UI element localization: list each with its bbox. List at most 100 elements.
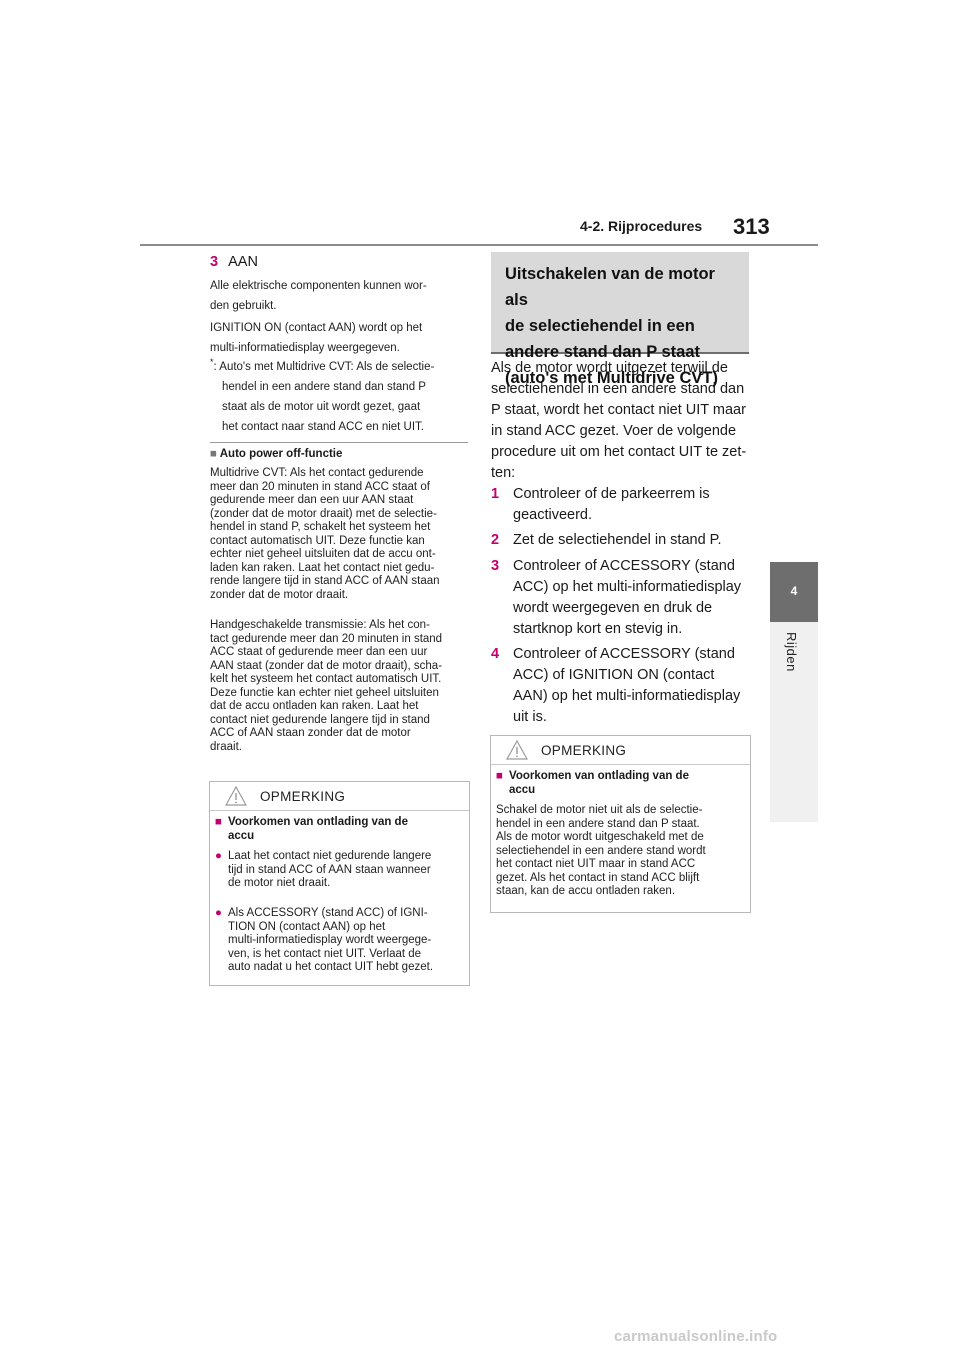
square-bullet: ■ (210, 448, 217, 460)
text-line: ACC) op het multi-informatiedisplay (513, 579, 742, 595)
text-line: Controleer of ACCESSORY (stand (513, 646, 735, 662)
step-text: Controleer of ACCESSORY (stand ACC) op h… (513, 556, 749, 640)
header-rule (140, 244, 818, 246)
text-line: dat de accu ontladen kan raken. Laat het (210, 700, 419, 712)
auto-power-paragraph-cvt: Multidrive CVT: Als het contact gedurend… (210, 467, 468, 602)
text-line: tact gedurende meer dan 20 minuten in st… (210, 632, 443, 645)
text-line: Handgeschakelde transmissie: Als het con… (210, 619, 430, 631)
heading-line: accu (228, 829, 255, 842)
circle-bullet: ● (215, 850, 222, 862)
text-line: AAN staat (zonder dat de motor draait), … (210, 659, 443, 672)
step-3-heading: 3 AAN (210, 254, 468, 270)
footnote-line: het contact naar stand ACC en niet UIT. (222, 420, 425, 433)
text-line: contact niet gedurende langere tijd in s… (210, 713, 430, 726)
title-line: andere stand dan P staat (505, 343, 701, 361)
auto-power-paragraph-manual: Handgeschakelde transmissie: Als het con… (210, 619, 468, 754)
text-line: TION ON (contact AAN) op het (228, 920, 386, 933)
step-number: 2 (491, 532, 500, 548)
step-number: 3 (491, 558, 500, 574)
notice-title: OPMERKING (260, 789, 346, 804)
text-line: laden kan raken. Laat het contact niet g… (210, 561, 435, 574)
notice-item: ● Laat het contact niet gedurende langer… (215, 850, 465, 891)
text-line: zonder dat de motor draait. (210, 588, 349, 601)
notice-heading: ■ Voorkomen van ontlading van de accu (215, 816, 465, 843)
text-line: tijd in stand ACC of AAN staan wanneer (228, 863, 431, 876)
step-text: Controleer of de parkeerrem is geactivee… (513, 484, 749, 526)
heading-line: Voorkomen van ontlading van de (228, 816, 408, 828)
warning-icon (506, 740, 528, 760)
notice-heading: ■ Voorkomen van ontlading van de accu (496, 770, 746, 797)
text-line: (zonder dat de motor draait) met de sele… (210, 507, 437, 520)
step-number: 1 (491, 486, 500, 502)
footnote-mark: * (210, 357, 214, 367)
text-line: Als de motor wordt uitgeschakeld met de (496, 831, 704, 843)
section-header: 4-2. Rijprocedures (580, 218, 703, 234)
notice-body: Schakel de motor niet uit als de selecti… (496, 804, 746, 899)
step-3-ignition-note: IGNITION ON (contact AAN) wordt op het m… (210, 318, 468, 358)
text-line: AAN) op het multi-informatiedisplay (513, 688, 741, 704)
text-line: ACC) of IGNITION ON (contact (513, 667, 715, 683)
title-line: Uitschakelen van de motor als (505, 265, 715, 309)
text-line: ten: (491, 465, 516, 481)
heading-text: Auto power off-functie (219, 448, 343, 460)
text-line: uit is. (513, 709, 547, 725)
text-line: startknop kort en stevig in. (513, 621, 683, 637)
text-line: selectiehendel in een andere stand dan (491, 381, 745, 397)
text-line: Deze functie kan echter niet geheel uits… (210, 686, 439, 699)
separator (210, 442, 468, 443)
text-line: de motor niet draait. (228, 877, 331, 889)
square-bullet: ■ (496, 770, 503, 782)
step-3-description: Alle elektrische componenten kunnen wor-… (210, 276, 468, 316)
warning-icon (225, 786, 247, 806)
text-line: auto nadat u het contact UIT hebt gezet. (228, 961, 434, 973)
chapter-label: Rijden (784, 632, 799, 672)
footnote-text: : Auto's met Multidrive CVT: Als de sele… (213, 360, 435, 373)
text-line: meer dan 20 minuten in stand ACC staat o… (210, 480, 430, 493)
notice-title: OPMERKING (541, 743, 627, 758)
square-bullet: ■ (215, 816, 222, 828)
text-line: hendel in een andere stand dan P staat. (496, 817, 700, 830)
step-title: AAN (228, 254, 258, 270)
text-line: contact automatisch UIT. Deze functie ka… (210, 534, 425, 547)
text-line: Als de motor wordt uitgezet terwijl de (491, 360, 728, 376)
text-line: Laat het contact niet gedurende langere (228, 850, 432, 862)
text-line: P staat, wordt het contact niet UIT maar (491, 402, 746, 418)
notice-header: OPMERKING (210, 782, 469, 811)
step-text: Controleer of ACCESSORY (stand ACC) of I… (513, 644, 749, 728)
text-line: IGNITION ON (contact AAN) wordt op het (210, 322, 423, 334)
text-line: ven, is het contact niet UIT. Verlaat de (228, 947, 422, 960)
text-line: Schakel de motor niet uit als de selecti… (496, 804, 703, 816)
text-line: het contact niet UIT maar in stand ACC (496, 858, 696, 870)
text-line: ACC of AAN staan zonder dat de motor (210, 727, 411, 739)
section-title: Uitschakelen van de motor als de selecti… (505, 261, 741, 391)
notice-header: OPMERKING (491, 736, 750, 765)
notice-item: ● Als ACCESSORY (stand ACC) of IGNI- TIO… (215, 907, 465, 975)
intro-paragraph: Als de motor wordt uitgezet terwijl de s… (491, 358, 749, 484)
text-line: Multidrive CVT: Als het contact gedurend… (210, 467, 424, 479)
page-number: 313 (733, 214, 770, 239)
text-line: Alle elektrische componenten kunnen wor- (210, 280, 427, 292)
text-line: den gebruikt. (210, 300, 277, 312)
text-line: procedure uit om het contact UIT te zet- (491, 444, 747, 460)
text-line: hendel in stand P, schakelt het systeem … (210, 521, 431, 533)
step-number: 3 (210, 254, 219, 270)
heading-line: accu (509, 783, 536, 796)
chapter-tab: 4 (770, 562, 818, 622)
heading-line: Voorkomen van ontlading van de (509, 770, 689, 782)
title-line: de selectiehendel in een (505, 317, 695, 335)
text-line: geactiveerd. (513, 507, 592, 523)
text-line: gezet. Als het contact in stand ACC blij… (496, 871, 700, 884)
footnote-line: staat als de motor uit wordt gezet, gaat (222, 400, 421, 413)
step-number: 4 (491, 646, 500, 662)
text-line: in stand ACC gezet. Voer de volgende (491, 423, 737, 439)
text-line: kelt het systeem het contact automatisch… (210, 673, 442, 685)
step-text: Zet de selectiehendel in stand P. (513, 530, 749, 551)
notice-box-right: OPMERKING ■ Voorkomen van ontlading van … (490, 735, 751, 913)
text-line: multi-informatiedisplay wordt weergege- (228, 934, 432, 946)
text-line: staan, kan de accu ontladen raken. (496, 885, 676, 897)
auto-power-heading: ■ Auto power off-functie (210, 448, 468, 460)
footnote: *: Auto's met Multidrive CVT: Als de sel… (210, 352, 468, 437)
chapter-tab-strip (770, 622, 818, 822)
text-line: Controleer of de parkeerrem is (513, 486, 710, 502)
notice-box-left: OPMERKING ■ Voorkomen van ontlading van … (209, 781, 470, 986)
